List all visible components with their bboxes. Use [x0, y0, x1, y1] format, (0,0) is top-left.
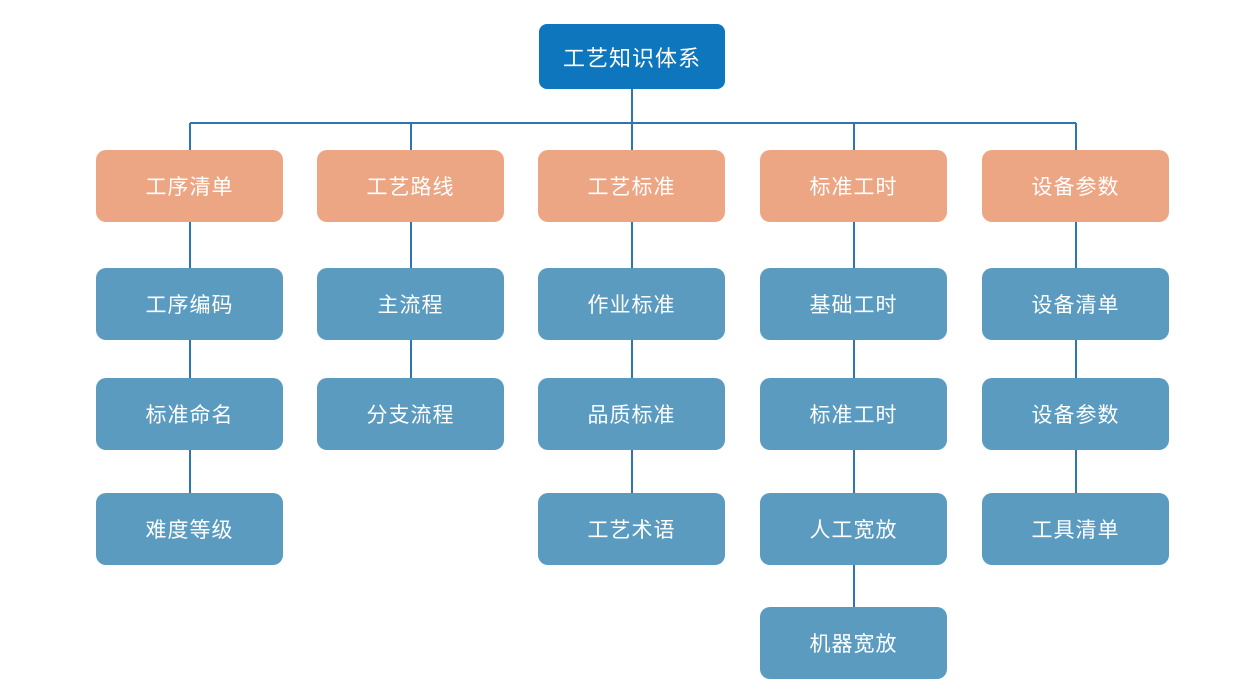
connector-4-4	[852, 565, 855, 607]
connector-2-1	[409, 222, 412, 268]
connector-branch-1	[188, 123, 191, 150]
connector-branch-5	[1074, 123, 1077, 150]
node-leaf-3-1-label: 作业标准	[587, 294, 676, 317]
node-category-5[interactable]: 设备参数	[982, 150, 1169, 222]
node-category-2-label: 工艺路线	[366, 176, 455, 199]
node-leaf-1-1-label: 工序编码	[145, 294, 234, 317]
connector-branch-3	[630, 123, 633, 150]
node-leaf-1-3[interactable]: 难度等级	[96, 493, 283, 565]
connector-4-2	[852, 340, 855, 378]
connector-1-2	[188, 340, 191, 378]
node-leaf-4-4[interactable]: 机器宽放	[760, 607, 947, 679]
node-leaf-4-4-label: 机器宽放	[809, 633, 898, 656]
node-leaf-5-1[interactable]: 设备清单	[982, 268, 1169, 340]
node-category-5-label: 设备参数	[1031, 176, 1120, 199]
node-category-4[interactable]: 标准工时	[760, 150, 947, 222]
node-category-2[interactable]: 工艺路线	[317, 150, 504, 222]
node-category-3[interactable]: 工艺标准	[538, 150, 725, 222]
node-leaf-2-1-label: 主流程	[377, 294, 444, 317]
node-leaf-1-1[interactable]: 工序编码	[96, 268, 283, 340]
node-category-3-label: 工艺标准	[587, 176, 676, 199]
connector-1-1	[188, 222, 191, 268]
connector-3-2	[630, 340, 633, 378]
node-category-4-label: 标准工时	[809, 176, 898, 199]
node-leaf-5-2[interactable]: 设备参数	[982, 378, 1169, 450]
connector-4-3	[852, 450, 855, 493]
connector-3-1	[630, 222, 633, 268]
node-leaf-4-3[interactable]: 人工宽放	[760, 493, 947, 565]
node-leaf-3-3[interactable]: 工艺术语	[538, 493, 725, 565]
node-leaf-4-2[interactable]: 标准工时	[760, 378, 947, 450]
node-category-1-label: 工序清单	[145, 176, 234, 199]
node-leaf-4-2-label: 标准工时	[809, 404, 898, 427]
connector-root-stem	[631, 89, 633, 123]
node-leaf-3-3-label: 工艺术语	[587, 519, 676, 542]
connector-1-3	[188, 450, 191, 493]
node-root-label: 工艺知识体系	[562, 45, 701, 71]
node-category-1[interactable]: 工序清单	[96, 150, 283, 222]
connector-bus	[189, 122, 1076, 124]
node-leaf-2-2-label: 分支流程	[366, 404, 455, 427]
node-leaf-5-1-label: 设备清单	[1031, 294, 1120, 317]
connector-branch-2	[409, 123, 412, 150]
node-leaf-2-1[interactable]: 主流程	[317, 268, 504, 340]
connector-4-1	[852, 222, 855, 268]
node-leaf-3-2-label: 品质标准	[587, 404, 676, 427]
connector-5-2	[1074, 340, 1077, 378]
node-root[interactable]: 工艺知识体系	[539, 24, 725, 89]
node-leaf-4-3-label: 人工宽放	[809, 519, 898, 542]
node-leaf-1-2-label: 标准命名	[145, 404, 234, 427]
node-leaf-2-2[interactable]: 分支流程	[317, 378, 504, 450]
connector-5-3	[1074, 450, 1077, 493]
node-leaf-1-3-label: 难度等级	[145, 519, 234, 542]
connector-5-1	[1074, 222, 1077, 268]
node-leaf-3-2[interactable]: 品质标准	[538, 378, 725, 450]
node-leaf-4-1-label: 基础工时	[809, 294, 898, 317]
node-leaf-4-1[interactable]: 基础工时	[760, 268, 947, 340]
node-leaf-5-3-label: 工具清单	[1031, 519, 1120, 542]
node-leaf-1-2[interactable]: 标准命名	[96, 378, 283, 450]
connector-branch-4	[852, 123, 855, 150]
connector-3-3	[630, 450, 633, 493]
node-leaf-3-1[interactable]: 作业标准	[538, 268, 725, 340]
connector-2-2	[409, 340, 412, 378]
node-leaf-5-2-label: 设备参数	[1031, 404, 1120, 427]
node-leaf-5-3[interactable]: 工具清单	[982, 493, 1169, 565]
